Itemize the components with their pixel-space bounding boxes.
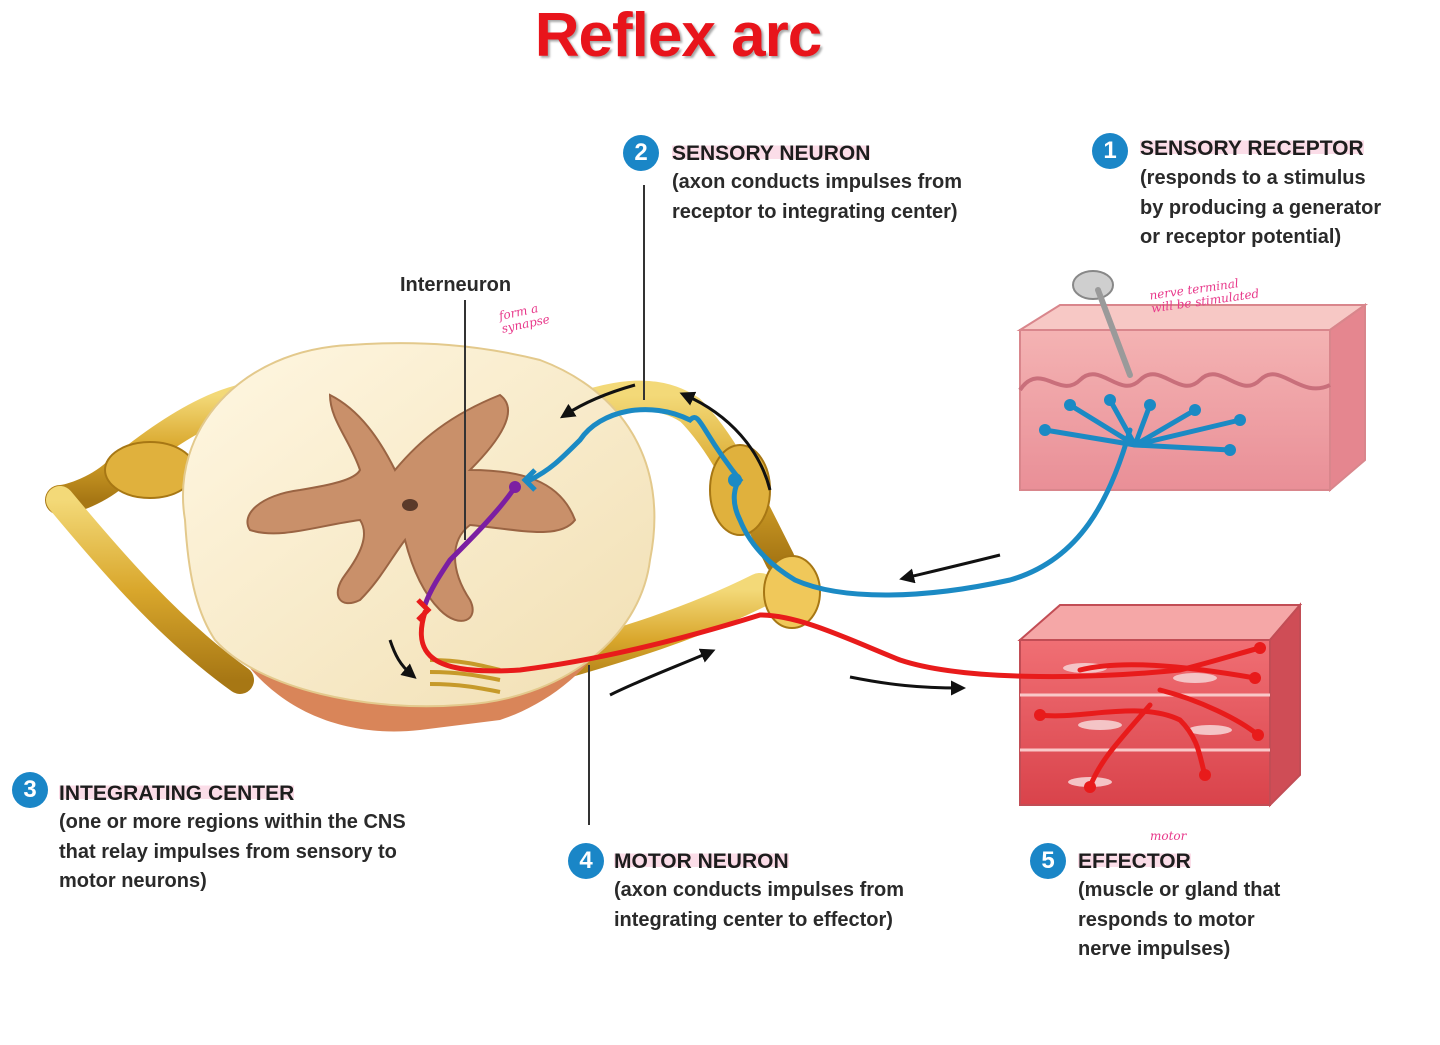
integrating-center-description: (one or more regions within the CNS that… [59, 811, 406, 892]
step-2-badge: 2 [623, 135, 659, 171]
handwritten-note-effector: motor [1150, 829, 1187, 843]
interneuron-path [422, 484, 518, 608]
motor-neuron-label: MOTOR NEURON [614, 850, 789, 874]
spinal-nerves [45, 380, 821, 707]
step-1-badge: 1 [1092, 133, 1128, 169]
motor-synapse-terminal [416, 598, 432, 622]
page-title: Reflex arc [534, 1, 822, 70]
motor-neuron-description: (axon conducts impulses from integrating… [614, 879, 905, 931]
leader-lines [464, 185, 645, 825]
sensory-synapse-terminal [521, 468, 537, 492]
sensory-neuron-description: (axon conducts impulses from receptor to… [672, 171, 963, 223]
integrating-center-label: INTEGRATING CENTER [59, 782, 295, 806]
sensory-neuron-label: SENSORY NEURON [672, 142, 871, 166]
motor-neuron-endings [1034, 642, 1266, 793]
impulse-direction-arrows [388, 383, 1001, 697]
step-3-badge: 3 [12, 772, 48, 808]
muscle-block [1017, 602, 1303, 808]
step-4-badge: 4 [568, 843, 604, 879]
effector-label: EFFECTOR [1078, 850, 1191, 874]
interneuron-label: Interneuron [400, 274, 512, 296]
sensory-receptor-description: (responds to a stimulus by producing a g… [1140, 167, 1382, 248]
sensory-receptor-label: SENSORY RECEPTOR [1140, 137, 1364, 161]
motor-neuron-path [418, 609, 1263, 790]
sensory-neuron-path [527, 397, 1243, 598]
effector-description: (muscle or gland that responds to motor … [1078, 879, 1281, 960]
step-5-badge: 5 [1030, 843, 1066, 879]
sensory-neuron-endings [728, 394, 1246, 487]
interneuron-cell-body [509, 481, 521, 493]
